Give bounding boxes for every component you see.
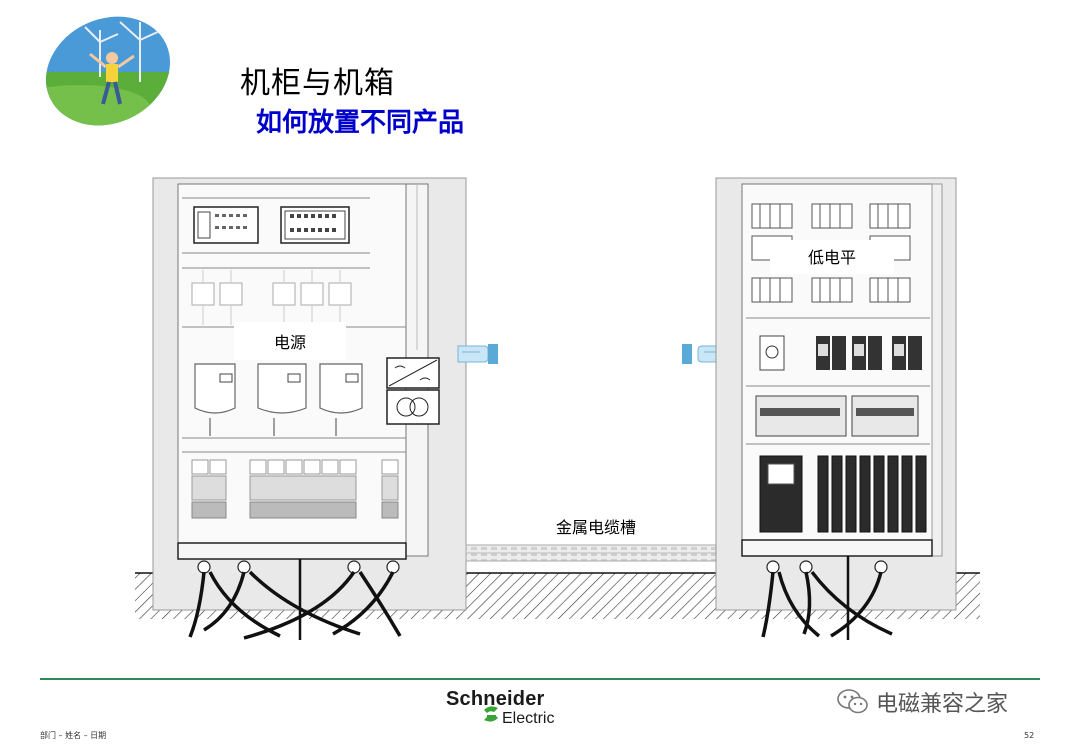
watermark: 电磁兼容之家 — [836, 684, 1008, 720]
wechat-icon — [837, 689, 868, 714]
brand-name: Schneider — [446, 688, 545, 710]
low-level-label: 低电平 — [808, 248, 856, 267]
pointing-hand-right-icon — [457, 344, 498, 364]
footer-divider — [40, 678, 1040, 680]
cable-tray-label: 金属电缆槽 — [556, 518, 636, 537]
slide-subtitle: 如何放置不同产品 — [256, 108, 465, 138]
brand-sub: Electric — [502, 710, 555, 727]
right-cabinet — [715, 177, 957, 640]
power-label: 电源 — [274, 333, 306, 352]
slide-title: 机柜与机箱 — [240, 66, 395, 101]
schneider-logo-icon — [484, 706, 498, 722]
metal-cable-tray — [465, 544, 717, 562]
footer-department-name-date: 部门 – 姓名 – 日期 — [40, 731, 107, 740]
watermark-text: 电磁兼容之家 — [876, 692, 1009, 717]
left-cabinet — [152, 177, 467, 640]
logo-photo-icon — [40, 12, 176, 130]
page-number: 52 — [1024, 731, 1035, 740]
